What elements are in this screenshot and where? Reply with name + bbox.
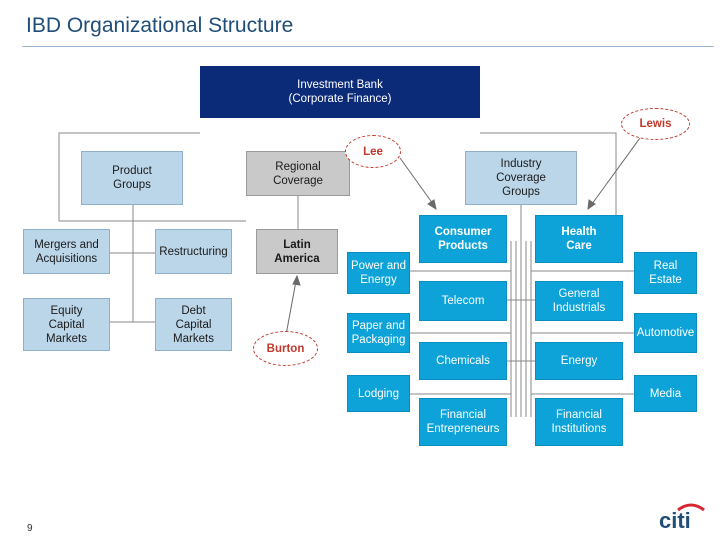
lewis-annotation: Lewis [621,108,690,140]
investment-bank-box: Investment Bank (Corporate Finance) [200,66,480,118]
citi-logo-mark: citi [659,503,705,533]
financial-institutions-box: Financial Institutions [535,398,623,446]
regional-coverage-box: Regional Coverage [246,151,350,196]
svg-text:citi: citi [659,508,691,530]
general-industrials-box: General Industrials [535,281,623,321]
lodging-box: Lodging [347,375,410,412]
restructuring-box: Restructuring [155,229,232,274]
latin-america-box: Latin America [256,229,338,274]
citi-logo: citi [658,500,710,533]
consumer-products-box: Consumer Products [419,215,507,263]
health-care-box: Health Care [535,215,623,263]
industry-coverage-groups-box: Industry Coverage Groups [465,151,577,205]
equity-capital-markets-box: Equity Capital Markets [23,298,110,351]
page-number: 9 [27,523,33,534]
page-title: IBD Organizational Structure [26,14,294,37]
automotive-box: Automotive [634,313,697,353]
paper-packaging-box: Paper and Packaging [347,313,410,353]
product-groups-box: Product Groups [81,151,183,205]
real-estate-box: Real Estate [634,252,697,294]
burton-annotation: Burton [253,331,318,366]
chemicals-box: Chemicals [419,342,507,380]
media-box: Media [634,375,697,412]
mergers-acquisitions-box: Mergers and Acquisitions [23,229,110,274]
lee-annotation: Lee [345,135,401,168]
financial-entrepreneurs-box: Financial Entrepreneurs [419,398,507,446]
telecom-box: Telecom [419,281,507,321]
energy-box: Energy [535,342,623,380]
debt-capital-markets-box: Debt Capital Markets [155,298,232,351]
power-energy-box: Power and Energy [347,252,410,294]
title-divider [22,46,714,47]
